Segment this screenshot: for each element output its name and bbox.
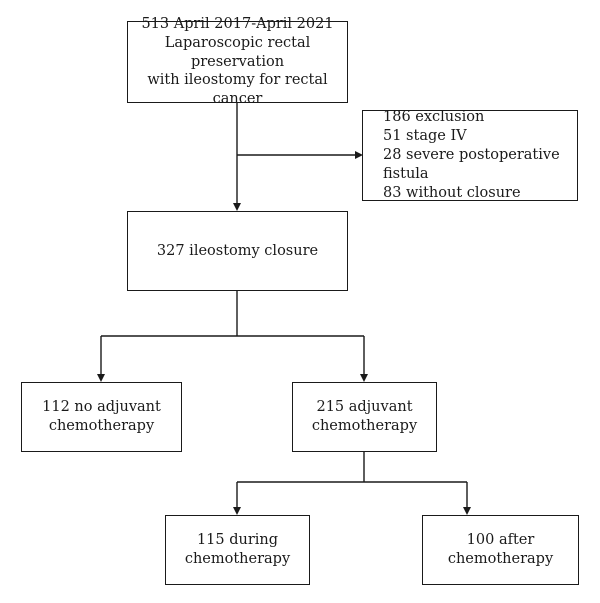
node-during: 115 during chemotherapy xyxy=(165,515,310,585)
arrowhead-closure xyxy=(233,203,241,211)
node-exclusion-line-2: 51 stage IV xyxy=(383,128,467,145)
node-after-line-2: chemotherapy xyxy=(447,551,554,567)
node-during-line-1: 115 during xyxy=(196,532,279,549)
node-start: 513 April 2017-April 2021 Laparoscopic r… xyxy=(127,16,348,107)
node-after: 100 after chemotherapy xyxy=(422,515,579,585)
node-exclusion-line-4: 83 without closure xyxy=(383,184,521,201)
node-start-line-3: with ileostomy for rectal cancer xyxy=(147,72,328,108)
node-adjuvant-line-1: 215 adjuvant xyxy=(316,399,413,416)
arrowhead-adjuvant xyxy=(360,374,368,382)
node-closure-line-1: 327 ileostomy closure xyxy=(156,242,319,259)
node-no-adjuvant-line-1: 112 no adjuvant xyxy=(42,399,161,416)
arrowhead-no-adjuvant xyxy=(97,374,105,382)
node-during-line-2: chemotherapy xyxy=(184,551,291,567)
node-exclusion: 186 exclusion 51 stage IV 28 severe post… xyxy=(362,109,578,201)
node-start-line-1: 513 April 2017-April 2021 xyxy=(141,15,334,32)
node-closure: 327 ileostomy closure xyxy=(127,211,348,291)
node-exclusion-line-1: 186 exclusion xyxy=(383,109,485,126)
node-exclusion-line-3: 28 severe postoperative fistula xyxy=(383,147,560,182)
arrowhead-exclusion xyxy=(355,151,363,159)
node-adjuvant: 215 adjuvant chemotherapy xyxy=(292,382,437,452)
node-start-line-2: Laparoscopic rectal preservation xyxy=(164,34,311,70)
node-after-line-1: 100 after xyxy=(466,532,535,549)
arrowhead-during xyxy=(233,507,241,515)
arrowhead-after xyxy=(463,507,471,515)
node-adjuvant-line-2: chemotherapy xyxy=(311,418,418,434)
node-no-adjuvant-line-2: chemotherapy xyxy=(48,418,155,434)
node-no-adjuvant: 112 no adjuvant chemotherapy xyxy=(21,382,182,452)
